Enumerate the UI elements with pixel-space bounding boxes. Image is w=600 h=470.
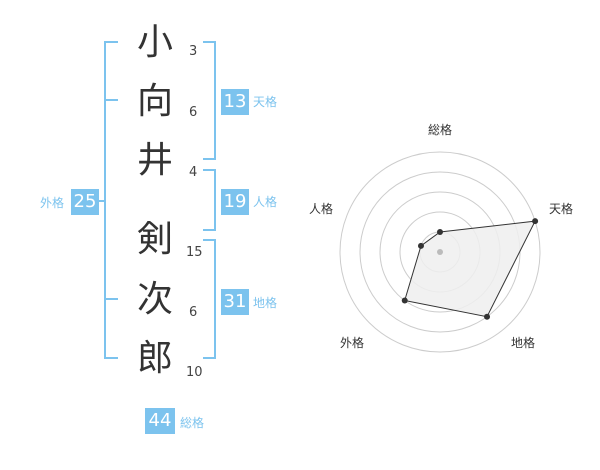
radar-label-left: 人格 — [309, 202, 334, 216]
tenkaku-bracket-top — [203, 41, 216, 43]
jinkaku-value-badge: 19 — [221, 189, 249, 215]
chikaku-bracket-bottom — [203, 357, 216, 359]
radar-label-bottom-right: 地格 — [511, 336, 536, 350]
gaikaku-bracket-tick-1 — [104, 99, 118, 101]
stroke-count-3: 4 — [189, 165, 198, 180]
stroke-count-6: 10 — [186, 365, 203, 380]
stroke-count-1: 3 — [189, 44, 198, 59]
name-char-6: 郎 — [136, 338, 173, 379]
name-char-4: 剣 — [136, 219, 173, 260]
chikaku-label: 地格 — [253, 296, 278, 310]
chikaku-bracket-line — [214, 239, 216, 359]
radar-point-gaikaku — [401, 297, 408, 304]
radar-ring-5 — [339, 151, 541, 353]
chikaku-value-badge: 31 — [221, 289, 249, 315]
radar-center-dot — [437, 249, 443, 255]
radar-point-tenkaku — [532, 218, 539, 225]
gaikaku-bracket-stub — [98, 200, 104, 202]
gaikaku-bracket-tick-2 — [104, 298, 118, 300]
radar-label-right: 天格 — [549, 202, 574, 216]
tenkaku-bracket-line — [214, 41, 216, 160]
name-char-2: 向 — [136, 81, 173, 122]
stroke-count-2: 6 — [189, 105, 198, 120]
radar-point-soukaku — [437, 229, 443, 235]
jinkaku-label: 人格 — [253, 195, 278, 209]
gaikaku-bracket-top — [104, 41, 118, 43]
gaikaku-bracket-line — [104, 41, 106, 359]
jinkaku-bracket-bottom — [203, 229, 216, 231]
jinkaku-bracket-top — [203, 169, 216, 171]
soukaku-value-badge: 44 — [145, 408, 175, 434]
soukaku-label: 総格 — [180, 416, 205, 430]
chikaku-bracket-top — [203, 239, 216, 241]
tenkaku-label: 天格 — [253, 95, 278, 109]
stroke-count-4: 15 — [186, 245, 203, 260]
tenkaku-bracket-bottom — [203, 158, 216, 160]
gaikaku-bracket-bottom — [104, 357, 118, 359]
radar-label-bottom-left: 外格 — [340, 336, 365, 350]
radar-polygon — [404, 220, 536, 318]
radar-label-top: 総格 — [428, 123, 453, 137]
name-char-3: 井 — [136, 140, 173, 181]
stroke-count-5: 6 — [189, 305, 198, 320]
gaikaku-value-badge: 25 — [71, 189, 99, 215]
jinkaku-bracket-line — [214, 169, 216, 231]
name-char-1: 小 — [136, 22, 173, 63]
radar-point-jinkaku — [417, 242, 424, 249]
tenkaku-value-badge: 13 — [221, 89, 249, 115]
name-char-5: 次 — [136, 279, 173, 320]
radar-point-chikaku — [484, 313, 491, 320]
gaikaku-label: 外格 — [40, 196, 65, 210]
